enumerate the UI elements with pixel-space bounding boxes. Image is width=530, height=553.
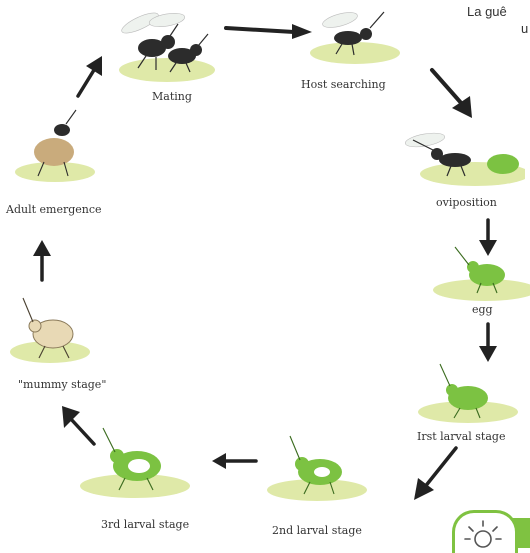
first-larval-illustration bbox=[410, 360, 520, 430]
stage-label-mating: Mating bbox=[152, 90, 192, 103]
lightbulb-icon bbox=[455, 515, 515, 549]
lightbulb-badge bbox=[452, 510, 518, 553]
mating-illustration bbox=[112, 8, 222, 88]
stage-label-first-larval: Irst larval stage bbox=[417, 430, 505, 443]
oviposition-illustration bbox=[395, 112, 525, 192]
stage-label-egg: egg bbox=[472, 303, 493, 316]
stage-label-second-larval: 2nd larval stage bbox=[272, 524, 362, 537]
adult-emergence-illustration bbox=[10, 108, 100, 188]
stage-label-mummy: "mummy stage" bbox=[18, 378, 106, 391]
arrow-host-to-oviposition bbox=[428, 66, 478, 121]
mummy-illustration bbox=[5, 290, 95, 370]
corner-heading-line-1: La guê bbox=[467, 4, 507, 19]
arrow-third-larval-to-mummy bbox=[58, 404, 98, 449]
arrow-mummy-to-adult bbox=[30, 238, 54, 283]
arrow-second-to-third-larval bbox=[210, 451, 260, 471]
host-searching-illustration bbox=[300, 8, 410, 88]
stage-label-oviposition: oviposition bbox=[436, 196, 497, 209]
stage-label-host-searching: Host searching bbox=[301, 78, 386, 91]
arrow-egg-to-first-larval bbox=[476, 322, 500, 364]
arrow-oviposition-to-egg bbox=[476, 218, 500, 258]
arrow-mating-to-host bbox=[224, 20, 314, 40]
corner-heading-line-2: u bbox=[521, 21, 528, 36]
second-larval-illustration bbox=[262, 430, 372, 510]
stage-label-third-larval: 3rd larval stage bbox=[101, 518, 189, 531]
arrow-adult-to-mating bbox=[72, 54, 107, 99]
stage-label-adult-emergence: Adult emergence bbox=[6, 203, 102, 216]
arrow-first-to-second-larval bbox=[410, 444, 460, 504]
